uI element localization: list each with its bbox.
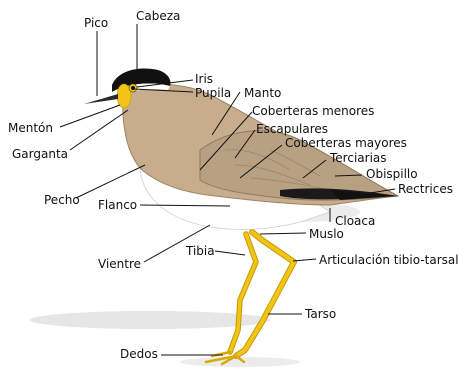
- label-coberteras-menores: Coberteras menores: [252, 104, 374, 118]
- label-dedos: Dedos: [120, 347, 158, 361]
- label-coberteras-mayores: Coberteras mayores: [285, 136, 407, 150]
- label-flanco: Flanco: [98, 198, 137, 212]
- label-menton: Mentón: [8, 121, 53, 135]
- label-garganta: Garganta: [12, 147, 68, 161]
- label-articulacion-tibio-tarsal: Articulación tibio-tarsal: [319, 253, 459, 267]
- label-muslo: Muslo: [309, 227, 344, 241]
- label-rectrices: Rectrices: [398, 182, 453, 196]
- label-vientre: Vientre: [98, 257, 141, 271]
- label-tarso: Tarso: [304, 307, 336, 321]
- label-obispillo: Obispillo: [366, 167, 418, 181]
- label-pico: Pico: [84, 16, 108, 30]
- label-iris: Iris: [195, 72, 213, 86]
- label-cloaca: Cloaca: [335, 214, 375, 228]
- label-cabeza: Cabeza: [136, 9, 180, 23]
- bird-bill: [84, 94, 118, 104]
- label-pecho: Pecho: [44, 193, 80, 207]
- label-manto: Manto: [244, 86, 281, 100]
- label-tibia: Tibia: [185, 244, 215, 258]
- label-escapulares: Escapulares: [256, 122, 328, 136]
- label-terciarias: Terciarias: [329, 151, 387, 165]
- label-pupila: Pupila: [195, 86, 231, 100]
